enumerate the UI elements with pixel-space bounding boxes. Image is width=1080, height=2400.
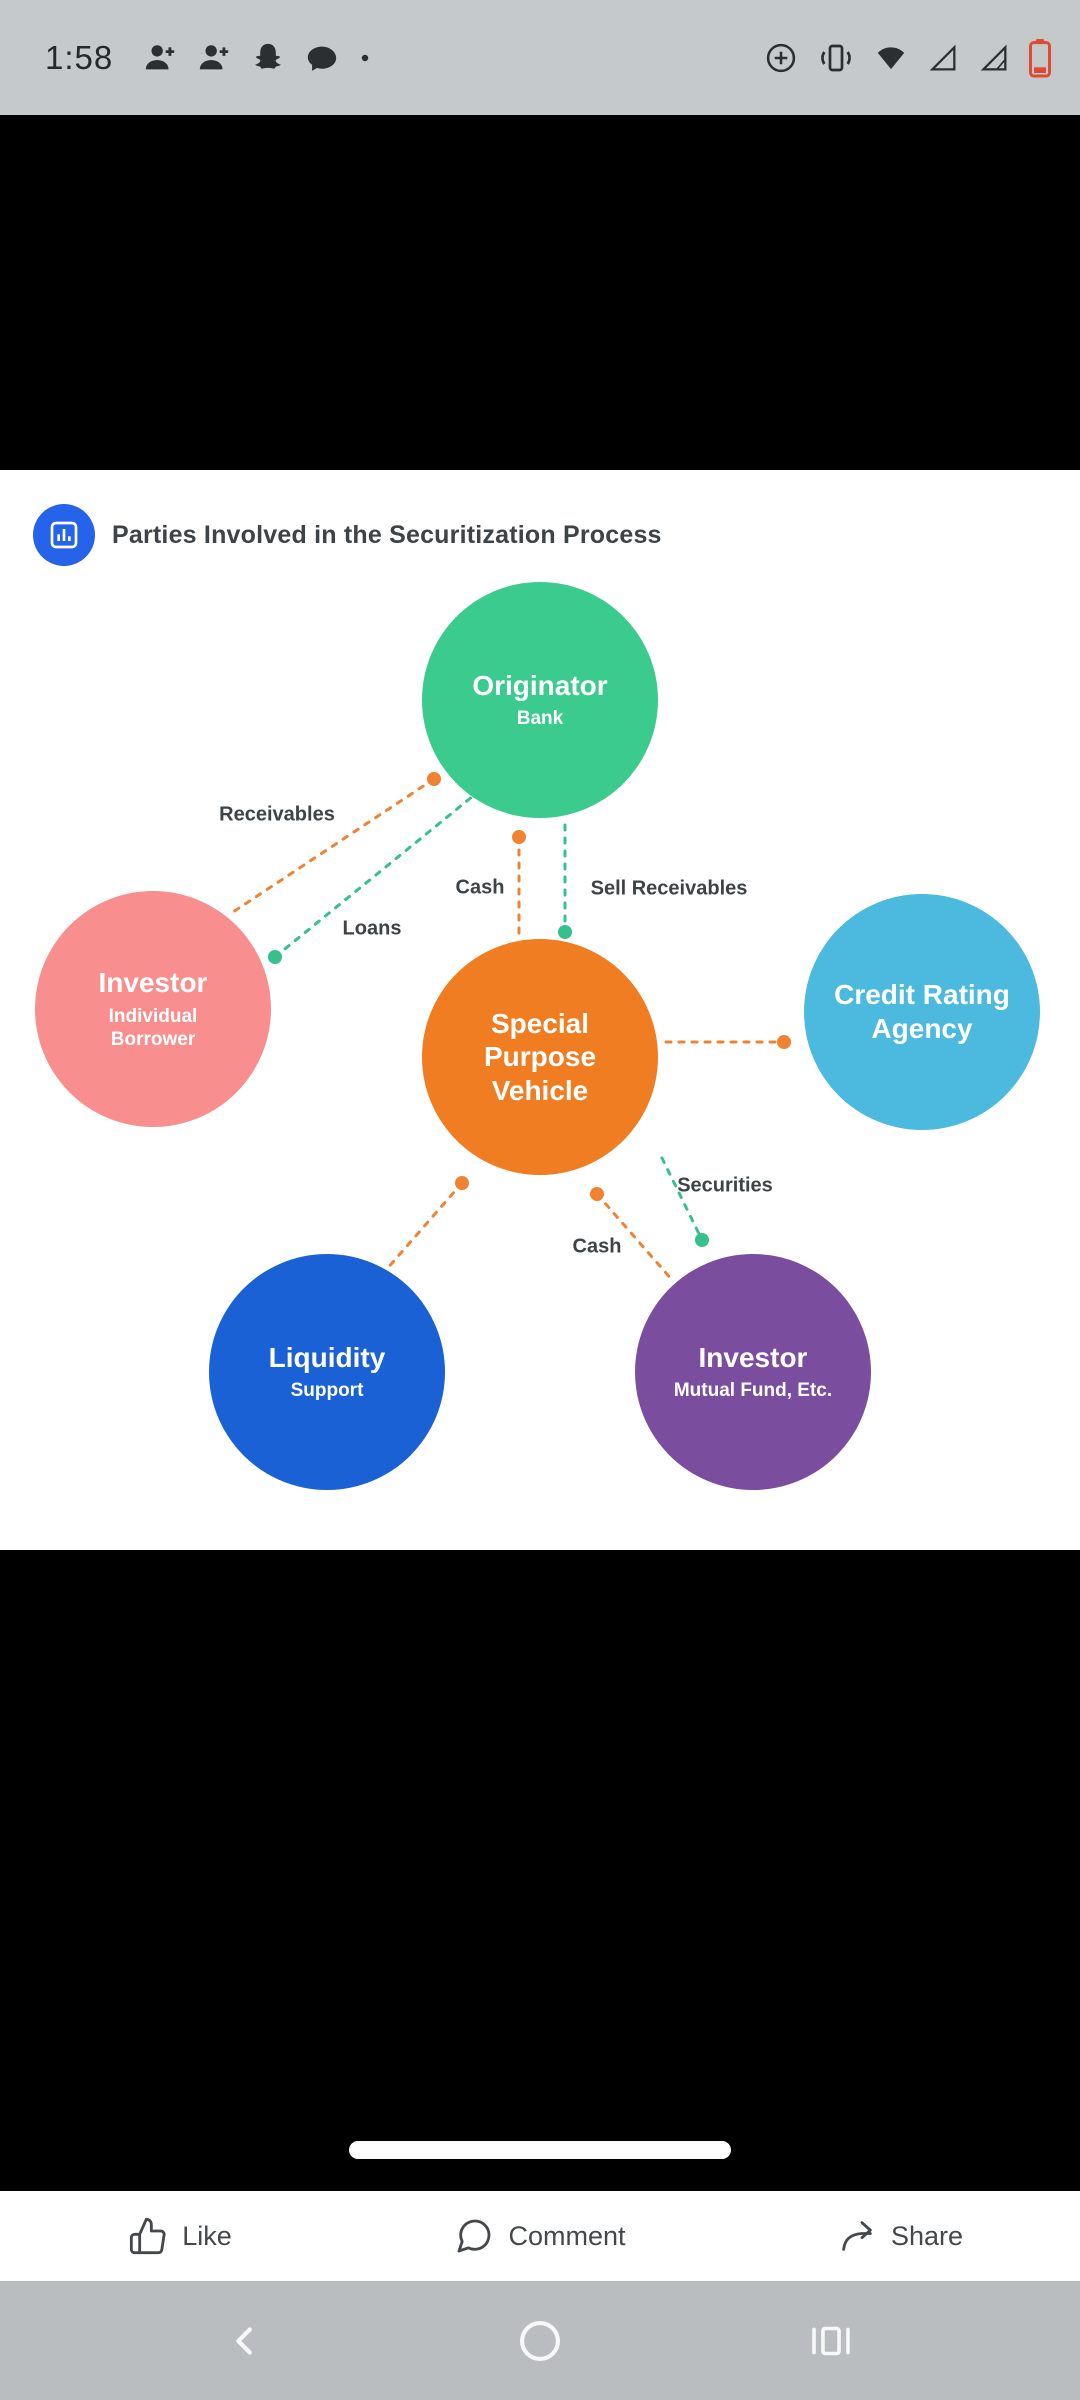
home-indicator-bar[interactable]	[349, 2141, 731, 2159]
like-button[interactable]: Like	[0, 2191, 360, 2281]
snapchat-ghost-icon	[251, 41, 285, 75]
node-special-purpose-vehicle: Special Purpose Vehicle	[422, 939, 658, 1175]
home-button[interactable]	[509, 2315, 571, 2367]
edge-label-cash-top: Cash	[455, 876, 505, 899]
notification-icons	[143, 41, 371, 75]
edge-cash-bottom	[595, 1192, 675, 1283]
node-subtitle: Bank	[516, 708, 564, 730]
node-credit-rating-agency: Credit Rating Agency	[804, 894, 1040, 1130]
back-button[interactable]	[216, 2317, 274, 2365]
comment-label: Comment	[508, 2220, 626, 2251]
comment-bubble-icon	[454, 2216, 494, 2256]
android-nav-bar	[0, 2281, 1080, 2400]
recent-apps-button[interactable]	[800, 2318, 862, 2364]
system-icons	[763, 38, 1052, 78]
vibrate-icon	[816, 40, 856, 76]
chat-bubble-icon	[305, 41, 339, 75]
edge-loans	[273, 794, 475, 959]
post-image-diagram: Parties Involved in the Securitization P…	[0, 470, 1080, 1550]
node-title: Investor	[98, 966, 208, 998]
node-liquidity-support: Liquidity Support	[209, 1254, 445, 1490]
letterbox-bottom	[0, 1550, 1080, 2191]
diagram-header: Parties Involved in the Securitization P…	[33, 504, 662, 566]
node-title: Special Purpose Vehicle	[483, 1007, 597, 1106]
person-add-icon	[197, 41, 231, 75]
diagram-edges	[228, 772, 791, 1283]
edge-securities	[660, 1156, 704, 1242]
bar-chart-icon	[33, 504, 95, 566]
status-bar: 1:58	[0, 0, 1080, 115]
edge-label-cash-bottom: Cash	[572, 1235, 622, 1258]
comment-button[interactable]: Comment	[360, 2191, 720, 2281]
notification-dot-icon	[359, 52, 371, 64]
plus-circle-icon	[763, 40, 799, 76]
person-add-icon	[143, 41, 177, 75]
edge-label-sell-receivables: Sell Receivables	[590, 877, 748, 900]
node-title: Credit Rating Agency	[834, 979, 1010, 1044]
edge-label-loans: Loans	[342, 917, 402, 940]
like-label: Like	[182, 2220, 232, 2251]
edge-receivables	[228, 777, 436, 916]
post-action-bar: Like Comment Share	[0, 2191, 1080, 2281]
node-subtitle: Support	[290, 1380, 364, 1402]
wifi-icon	[873, 40, 909, 76]
node-investor-individual: Investor Individual Borrower	[35, 891, 271, 1127]
node-title: Originator	[472, 669, 608, 701]
edge-label-securities: Securities	[677, 1174, 773, 1197]
node-subtitle: Individual Borrower	[108, 1005, 198, 1051]
edge-endpoint-dots	[268, 772, 791, 1247]
node-title: Investor	[698, 1341, 808, 1373]
signal-triangle-icon	[977, 41, 1011, 75]
node-subtitle: Mutual Fund, Etc.	[673, 1380, 833, 1402]
node-investor-mutual-fund: Investor Mutual Fund, Etc.	[635, 1254, 871, 1490]
share-arrow-icon	[837, 2216, 877, 2256]
thumbs-up-icon	[128, 2216, 168, 2256]
battery-icon	[1028, 38, 1052, 78]
letterbox-top	[0, 115, 1080, 470]
share-label: Share	[890, 2220, 964, 2251]
back-icon	[222, 2318, 268, 2364]
status-time: 1:58	[45, 38, 114, 76]
node-title: Liquidity	[268, 1341, 386, 1373]
node-originator: Originator Bank	[422, 582, 658, 818]
home-circle-icon	[515, 2316, 565, 2366]
diagram-title: Parties Involved in the Securitization P…	[112, 520, 662, 549]
recent-apps-icon	[806, 2319, 856, 2363]
edge-spv-liquidity	[384, 1181, 464, 1272]
edge-label-receivables: Receivables	[219, 803, 335, 826]
share-button[interactable]: Share	[720, 2191, 1080, 2281]
signal-triangle-icon	[926, 41, 960, 75]
